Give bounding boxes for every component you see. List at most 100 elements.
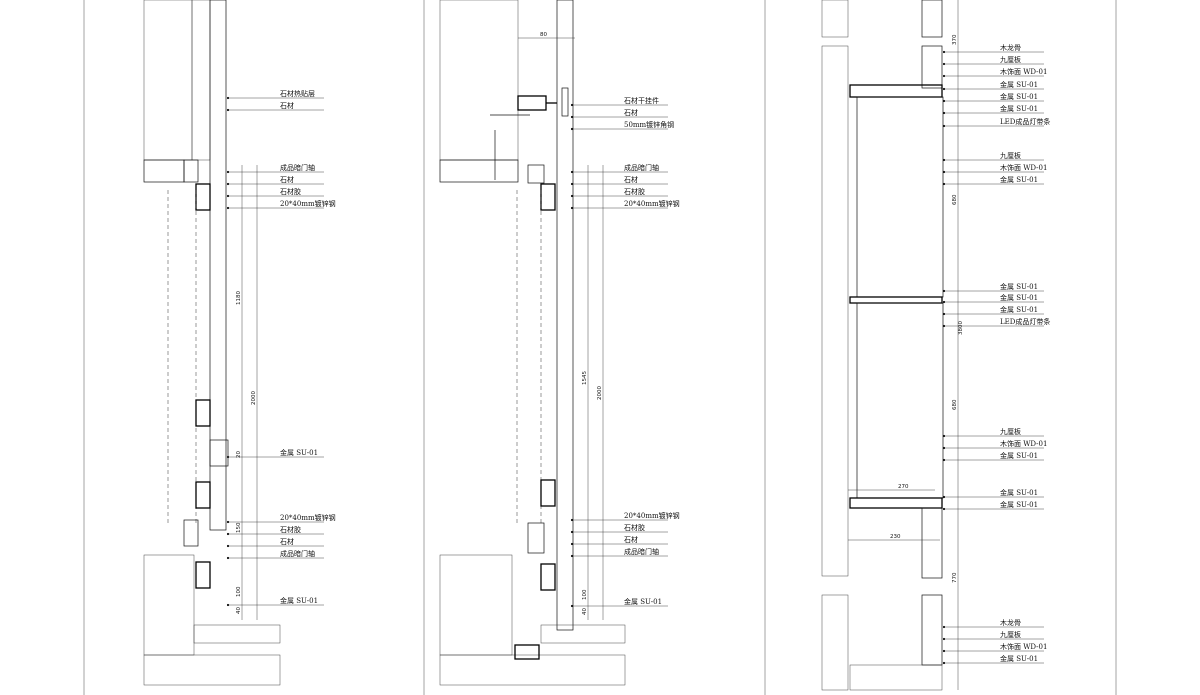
callout-label: 金属 SU-01 xyxy=(1000,104,1038,113)
dimension-label: 100 xyxy=(236,586,242,597)
hinge-block xyxy=(527,164,545,184)
dimension-label: 2000 xyxy=(251,391,257,405)
concrete-wall xyxy=(821,45,849,577)
callout-label: 金属 SU-01 xyxy=(1000,451,1038,460)
wood-panel xyxy=(921,594,943,666)
leader-dot xyxy=(570,518,574,522)
callout-label: 木饰面 WD-01 xyxy=(1000,67,1047,76)
dimension-label: 20 xyxy=(236,451,242,458)
section-a-stone-door-detail: 1180 2000 20 150 100 40 石材热贴层 石材 成品暗门轴 石… xyxy=(143,0,336,686)
wood-panel xyxy=(921,45,943,89)
callout-label: 木饰面 WD-01 xyxy=(1000,163,1047,172)
floor-slab xyxy=(439,654,626,686)
leader-dot xyxy=(570,206,574,210)
leader-dot xyxy=(942,87,946,91)
leader-dot xyxy=(226,603,230,607)
leader-dot xyxy=(570,170,574,174)
dimension-label: 770 xyxy=(952,572,958,583)
callout-label: 20*40mm镀锌钢 xyxy=(624,511,680,520)
leader-dot xyxy=(942,300,946,304)
callout-label: 金属 SU-01 xyxy=(280,596,318,605)
concrete-wall xyxy=(821,594,849,691)
callout-label: 九厘板 xyxy=(1000,630,1021,639)
callout-label: 石材 xyxy=(624,535,638,544)
leader-dot xyxy=(226,556,230,560)
dimension-label: 40 xyxy=(582,608,588,615)
leader-dot xyxy=(942,458,946,462)
leader-dot xyxy=(570,115,574,119)
floor-base xyxy=(849,664,943,691)
leader-dot xyxy=(226,194,230,198)
wood-veneer-panel xyxy=(856,302,944,499)
floor-slab xyxy=(143,654,281,686)
wood-panel xyxy=(921,507,943,579)
dimension-label: 270 xyxy=(898,484,909,490)
callout-label: 金属 SU-01 xyxy=(1000,654,1038,663)
leader-dot xyxy=(226,182,230,186)
callout-label: 金属 SU-01 xyxy=(1000,488,1038,497)
floor-screed xyxy=(540,624,626,644)
dimension-label: 680 xyxy=(952,194,958,205)
leader-dot xyxy=(942,324,946,328)
callout-label: 石材胶 xyxy=(280,187,301,196)
steel-tube xyxy=(540,183,556,211)
callout-label: 木龙骨 xyxy=(1000,43,1021,52)
callout-label: 九厘板 xyxy=(1000,427,1021,436)
callout-label: 木饰面 WD-01 xyxy=(1000,439,1047,448)
leader-dot xyxy=(942,111,946,115)
callout-label: 九厘板 xyxy=(1000,55,1021,64)
leader-dot xyxy=(942,312,946,316)
steel-tube xyxy=(195,183,211,211)
dimension-label: 40 xyxy=(236,607,242,614)
leader-dot xyxy=(942,507,946,511)
concrete-wall-lower xyxy=(143,554,195,656)
leader-dot xyxy=(570,542,574,546)
floor-hinge-box xyxy=(514,644,540,660)
leader-dot xyxy=(226,96,230,100)
callout-label: 金属 SU-01 xyxy=(1000,305,1038,314)
leader-dot xyxy=(570,604,574,608)
leader-dot xyxy=(226,170,230,174)
section-a-leaders xyxy=(226,96,324,607)
callout-label: 石材胶 xyxy=(624,523,645,532)
hinge-block xyxy=(527,522,545,554)
leader-dot xyxy=(226,544,230,548)
dimension-label: 1180 xyxy=(236,291,242,305)
callout-label: 石材 xyxy=(280,175,294,184)
section-a-labels: 石材热贴层 石材 成品暗门轴 石材 石材胶 20*40mm镀锌钢 金属 SU-0… xyxy=(280,89,336,605)
door-head xyxy=(439,159,519,183)
dimension-label: 3800 xyxy=(958,321,964,335)
callout-label: 石材干挂件 xyxy=(624,96,659,105)
wood-veneer-panel xyxy=(856,96,944,298)
leader-dot xyxy=(226,520,230,524)
section-b-stone-door-detail: 80 1545 2000 100 40 石材干挂件 石材 50mm镀锌角钢 成品… xyxy=(439,0,680,686)
leader-dot xyxy=(942,170,946,174)
callout-label: 石材热贴层 xyxy=(280,89,315,98)
leader-dot xyxy=(570,194,574,198)
stone-veneer xyxy=(191,0,211,161)
leader-dot xyxy=(570,103,574,107)
callout-label: 金属 SU-01 xyxy=(1000,92,1038,101)
callout-label: 金属 SU-01 xyxy=(624,597,662,606)
leader-dot xyxy=(942,62,946,66)
metal-shelf-top xyxy=(849,84,943,98)
stone-panel xyxy=(556,0,574,631)
callout-label: 20*40mm镀锌钢 xyxy=(280,199,336,208)
stone-anchor xyxy=(561,87,569,117)
leader-dot xyxy=(942,495,946,499)
stone-panel xyxy=(209,0,227,531)
section-b-leaders xyxy=(570,103,668,608)
leader-dot xyxy=(942,124,946,128)
callout-label: 成品暗门轴 xyxy=(280,549,315,558)
leader-dot xyxy=(942,99,946,103)
concrete-wall xyxy=(821,0,849,38)
dimension-label: 230 xyxy=(890,534,901,540)
callout-label: 50mm镀锌角钢 xyxy=(624,120,674,129)
dimension-label: 370 xyxy=(952,34,958,45)
leader-dot xyxy=(226,455,230,459)
leader-dot xyxy=(570,127,574,131)
callout-label: 木龙骨 xyxy=(1000,618,1021,627)
leader-dot xyxy=(226,206,230,210)
leader-dot xyxy=(942,637,946,641)
